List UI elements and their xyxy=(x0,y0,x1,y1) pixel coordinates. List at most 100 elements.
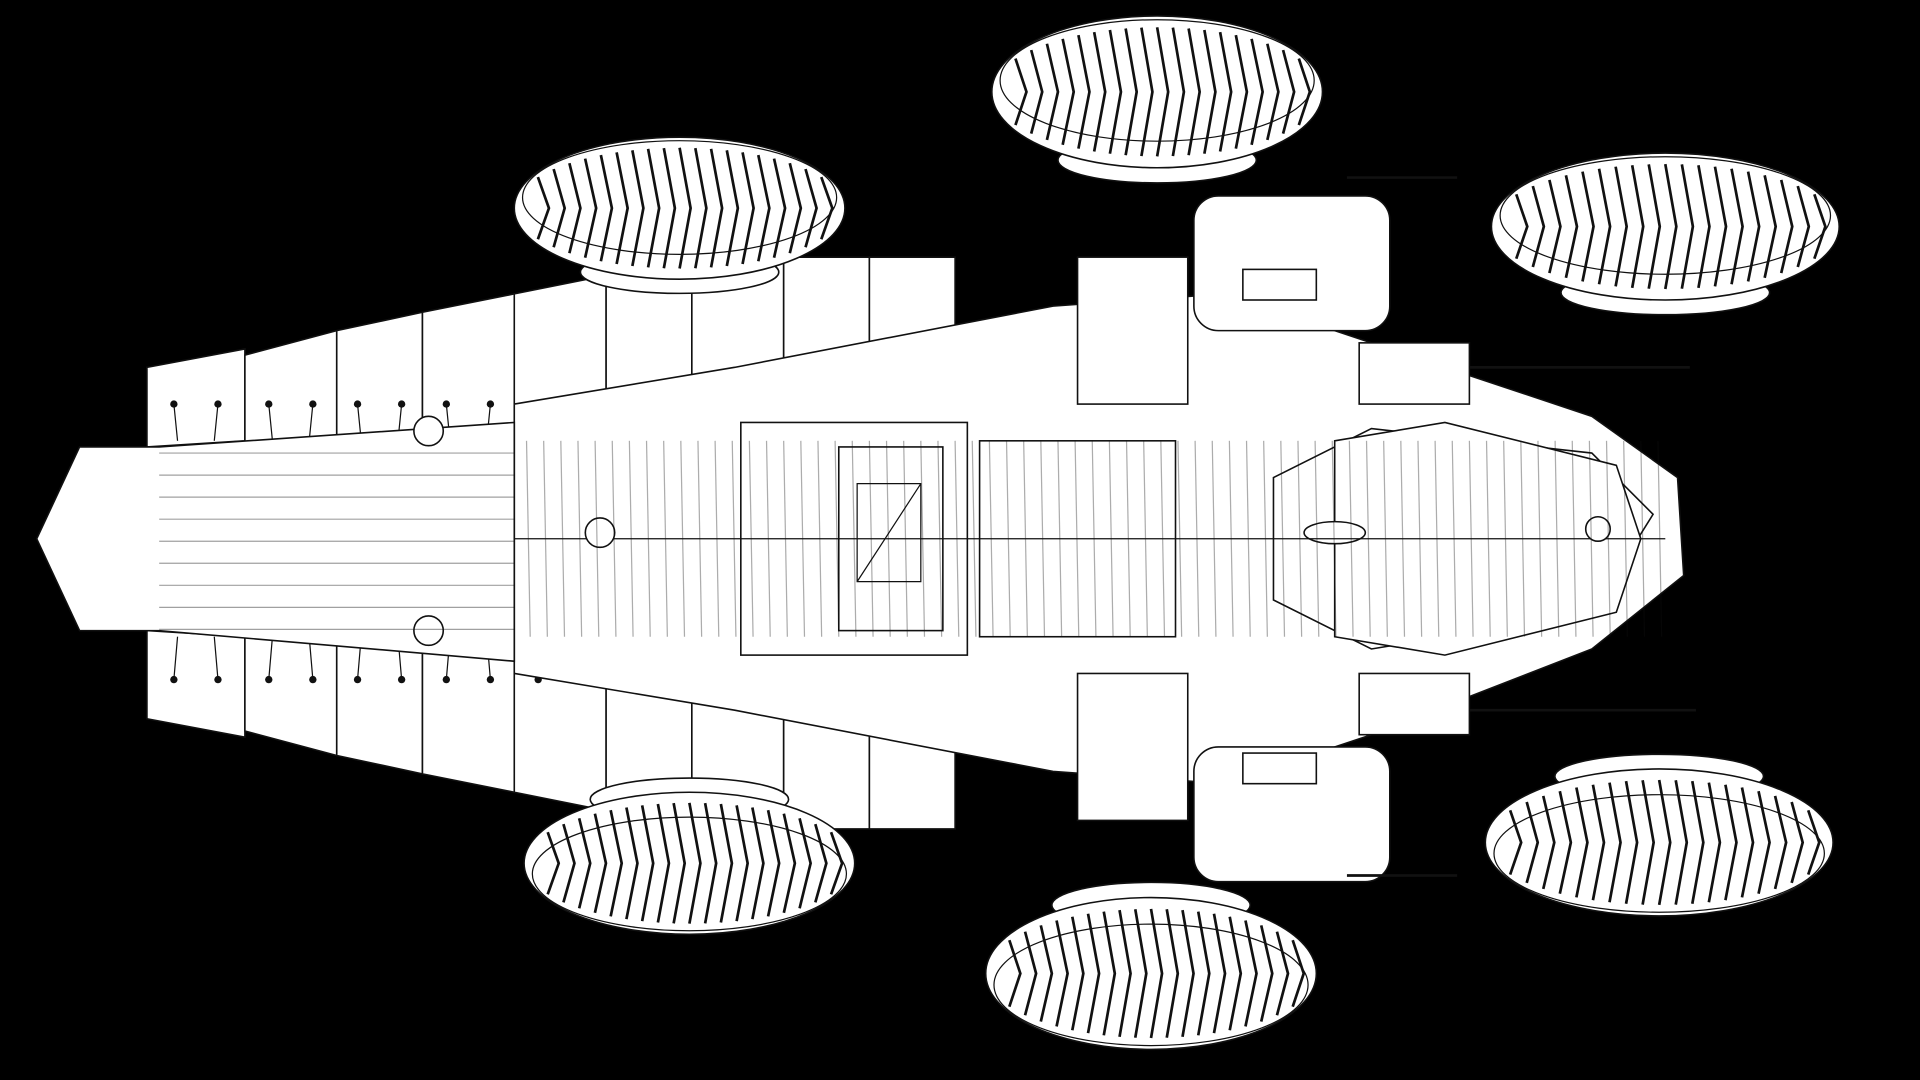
tread-line xyxy=(1514,193,1529,260)
mesh-line xyxy=(1657,440,1663,637)
mesh-line xyxy=(1434,440,1440,637)
tread-line xyxy=(725,150,740,267)
tread-line xyxy=(1564,174,1579,279)
tread-line xyxy=(1039,925,1054,1022)
mesh-line xyxy=(645,440,651,637)
bolt xyxy=(214,400,222,408)
mesh-line xyxy=(697,440,703,637)
tire-sidewall xyxy=(531,816,848,932)
tread-line xyxy=(1055,920,1069,1027)
tread-line xyxy=(719,803,734,923)
mesh-line xyxy=(1468,440,1474,637)
tread-line xyxy=(829,831,844,895)
tread-line xyxy=(1165,909,1180,1038)
tread-line xyxy=(678,147,692,269)
mesh-line xyxy=(1245,440,1251,637)
tread-line xyxy=(1663,163,1678,290)
tread-line xyxy=(1757,790,1771,894)
strut xyxy=(173,636,219,680)
tread-line xyxy=(688,802,702,924)
mesh-line xyxy=(714,440,720,637)
mesh-line xyxy=(680,440,686,637)
mesh-line xyxy=(868,440,874,637)
mesh-line xyxy=(800,440,806,637)
tread-line xyxy=(1023,931,1038,1016)
tread-line xyxy=(1124,28,1139,156)
tread-line xyxy=(552,168,567,248)
mesh-line xyxy=(1040,440,1046,637)
mesh-line xyxy=(611,440,617,637)
tread-line xyxy=(1275,931,1290,1016)
mesh-line xyxy=(1537,440,1543,637)
wheels xyxy=(513,15,1840,1051)
tread-line xyxy=(766,809,781,917)
tread-line xyxy=(615,152,630,265)
tread-line xyxy=(1187,28,1202,156)
tread-line xyxy=(1102,911,1117,1036)
mesh-line xyxy=(1280,440,1286,637)
tread-line xyxy=(1591,784,1606,901)
tread-line xyxy=(631,150,645,267)
tread-line xyxy=(1813,193,1827,260)
mesh-line xyxy=(988,440,994,637)
mesh-line xyxy=(971,440,977,637)
mesh-line xyxy=(954,440,960,637)
main-hull xyxy=(35,176,1696,883)
mesh-line xyxy=(1314,440,1320,637)
wheel xyxy=(1490,152,1840,316)
mesh-line xyxy=(628,440,634,637)
tread-line xyxy=(656,803,671,923)
tread-line xyxy=(1608,782,1622,903)
tread-line xyxy=(1575,787,1589,898)
tread-line xyxy=(1086,913,1101,1034)
mesh-line xyxy=(1023,440,1028,637)
tread-line xyxy=(625,807,639,920)
wheel xyxy=(984,881,1318,1051)
tread-line xyxy=(1657,779,1672,906)
tread-line xyxy=(798,817,812,909)
tread-line xyxy=(1806,809,1821,876)
tread-line xyxy=(1196,911,1211,1036)
mesh-line xyxy=(920,440,926,637)
tread-line xyxy=(1133,909,1148,1038)
tread-line xyxy=(1061,38,1076,146)
tread-line xyxy=(1697,164,1711,289)
tread-line xyxy=(1108,29,1123,154)
tread-line xyxy=(1674,780,1689,905)
mesh-line xyxy=(1263,440,1268,637)
hull-wireframe-lines xyxy=(159,440,1663,637)
mesh-line xyxy=(1605,440,1611,637)
tread-line xyxy=(788,162,803,254)
tread-line xyxy=(568,162,582,254)
mesh-line xyxy=(1091,440,1097,637)
tread-line xyxy=(1707,782,1722,903)
tread-line xyxy=(1149,908,1164,1039)
mesh-line xyxy=(1297,440,1303,637)
tread-line xyxy=(1266,43,1280,141)
tread-line xyxy=(1525,801,1540,884)
tire-sidewall xyxy=(521,140,838,255)
tread-line xyxy=(599,154,614,262)
mesh-line xyxy=(1005,440,1011,637)
tread-line xyxy=(782,813,797,914)
tread-line xyxy=(1740,787,1755,898)
mesh-line xyxy=(1177,440,1183,637)
mesh-line xyxy=(1365,440,1371,637)
tread-line xyxy=(1614,166,1629,287)
mesh-line xyxy=(783,440,788,637)
tread-line xyxy=(1558,790,1573,894)
tread-line xyxy=(1581,171,1595,282)
tread-line xyxy=(1250,38,1264,146)
tread-line xyxy=(1796,185,1811,268)
tread-line xyxy=(1259,925,1274,1022)
tread-line xyxy=(1140,27,1154,157)
mesh-line xyxy=(1143,440,1148,637)
mesh-line xyxy=(1228,440,1234,637)
mesh-line xyxy=(1554,440,1560,637)
tread-line xyxy=(1171,27,1186,157)
tread-line xyxy=(1029,49,1044,134)
mesh-line xyxy=(885,440,891,637)
tread-line xyxy=(1014,58,1028,126)
tread-line xyxy=(1281,49,1296,134)
mesh-line xyxy=(748,440,754,637)
